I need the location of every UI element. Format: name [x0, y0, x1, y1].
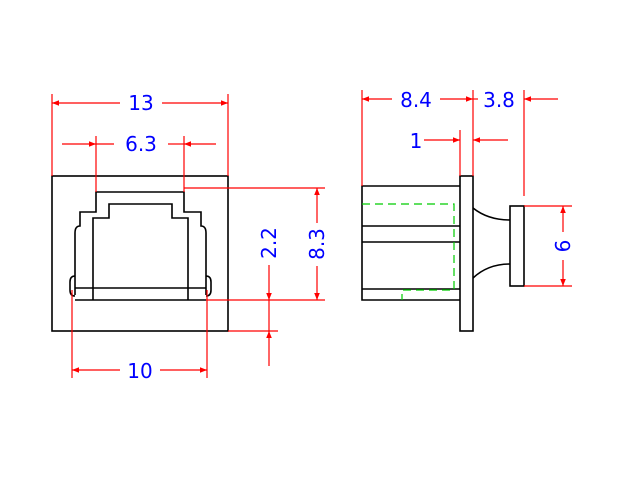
front-dim-opening-width: 6.3 [62, 132, 216, 192]
front-dim-bottom-offset: 2.2 [228, 227, 281, 366]
side-head [509, 205, 525, 287]
side-stem [472, 207, 511, 279]
dim-label-body-length: 8.4 [400, 88, 432, 112]
dim-label-overall-width: 13 [128, 91, 153, 115]
side-flange [459, 175, 474, 332]
front-jack-inner-profile [92, 203, 189, 300]
dim-label-bottom-offset: 2.2 [257, 227, 281, 259]
side-dim-head-height: 6 [524, 205, 575, 287]
front-dim-opening-height: 8.3 [184, 187, 329, 301]
front-view [51, 175, 229, 332]
dim-label-inner-width: 10 [127, 359, 152, 383]
dim-label-stem-length: 3.8 [483, 88, 515, 112]
side-view [361, 175, 525, 332]
front-outer-frame [51, 175, 229, 332]
front-jack-outer-profile [74, 191, 207, 295]
dim-label-flange-thickness: 1 [410, 129, 423, 153]
side-body-outline [361, 185, 460, 301]
dim-label-opening-height: 8.3 [305, 228, 329, 260]
front-dim-inner-width: 10 [71, 290, 208, 383]
side-dim-flange-thickness: 1 [410, 129, 508, 176]
side-dim-stem-length: 3.8 [473, 88, 558, 196]
front-dim-overall-width: 13 [51, 91, 229, 176]
side-dim-body-length: 8.4 [361, 88, 474, 186]
front-right-tab [205, 275, 212, 297]
dim-label-head-height: 6 [551, 240, 575, 253]
side-hidden-outline [362, 203, 455, 300]
dim-label-opening-width: 6.3 [125, 132, 157, 156]
